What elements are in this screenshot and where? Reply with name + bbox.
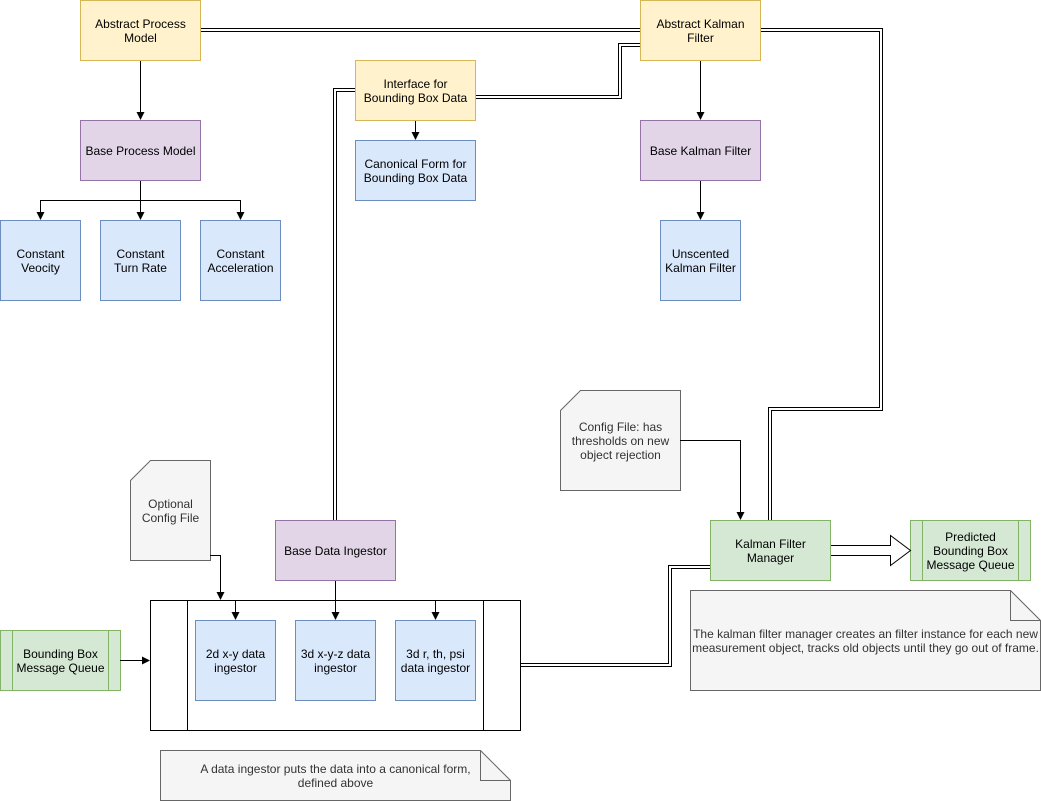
ingestor-3d-xyz-node[interactable]: 3d x-y-z data ingestor — [295, 620, 376, 701]
link-akf-interface — [475, 43, 640, 96]
base-process-model-node[interactable]: Base Process Model — [80, 120, 201, 181]
unscented-kalman-filter-node[interactable]: Unscented Kalman Filter — [660, 220, 741, 301]
link-interface-bdi — [333, 88, 355, 520]
edge-bpm-ca — [140, 200, 245, 220]
canonical-form-node[interactable]: Canonical Form for Bounding Box Data — [355, 140, 476, 201]
link-kfm-container — [521, 565, 710, 664]
abstract-kalman-filter-node[interactable]: Abstract Kalman Filter — [640, 0, 761, 61]
config-file-thresholds-shape — [560, 390, 681, 491]
ingestor-2d-node[interactable]: 2d x-y data ingestor — [195, 620, 276, 701]
ingestor-note: A data ingestor puts the data into a can… — [200, 761, 471, 790]
kalman-filter-manager-node[interactable]: Kalman Filter Manager — [710, 520, 831, 581]
base-kalman-filter-node[interactable]: Base Kalman Filter — [640, 120, 761, 181]
abstract-process-model-node[interactable]: Abstract Process Model — [80, 0, 201, 61]
edge-bpm-cv — [36, 180, 141, 220]
constant-acceleration-node[interactable]: Constant Acceleration — [200, 220, 281, 301]
predicted-queue-shape — [910, 520, 1031, 581]
optional-config-file-shape — [130, 460, 211, 561]
predicted-bbox-queue-node[interactable]: Predicted Bounding Box Message Queue — [926, 529, 1015, 572]
constant-turn-rate-node[interactable]: Constant Turn Rate — [100, 220, 181, 301]
ingestor-note-shape — [160, 750, 511, 801]
base-data-ingestor-node[interactable]: Base Data Ingestor — [275, 520, 396, 581]
edge-optional-config — [210, 555, 225, 600]
bbox-message-queue-node[interactable]: Bounding Box Message Queue — [16, 646, 105, 675]
constant-velocity-node[interactable]: Constant Veocity — [0, 220, 81, 301]
interface-bbox-node[interactable]: Interface for Bounding Box Data — [355, 60, 476, 121]
link-akf-kfm — [760, 28, 883, 520]
edge-config-kfm — [680, 440, 745, 520]
ingestor-3d-polar-node[interactable]: 3d r, th, psi data ingestor — [395, 620, 476, 701]
config-file-thresholds-node[interactable]: Config File: has thresholds on new objec… — [571, 419, 670, 462]
edge-kfm-predicted-queue — [830, 534, 912, 567]
kf-manager-note: The kalman filter manager creates an fil… — [692, 626, 1039, 655]
optional-config-file-node[interactable]: Optional Config File — [141, 496, 200, 525]
